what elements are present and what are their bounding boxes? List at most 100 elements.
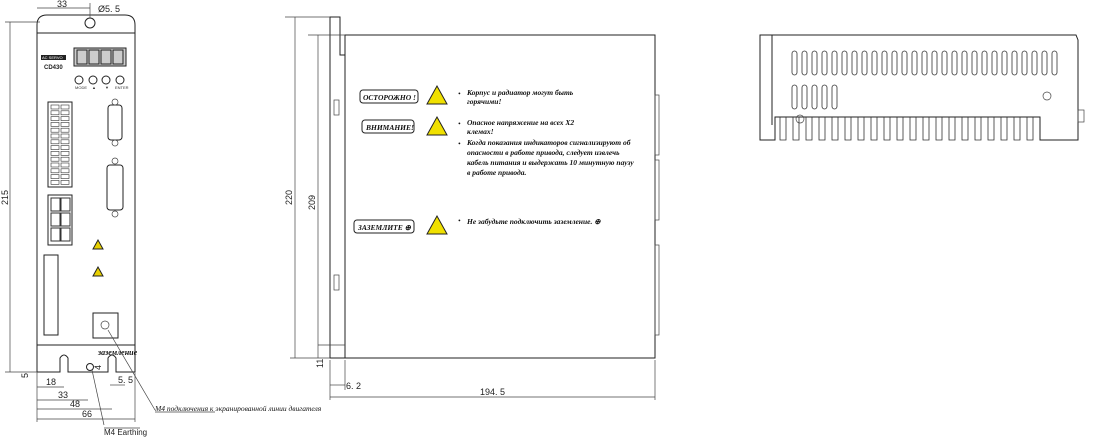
svg-text:ВНИМАНИЕ!: ВНИМАНИЕ! xyxy=(365,123,414,132)
terminal-pin xyxy=(60,127,70,133)
terminal-pin xyxy=(60,110,70,116)
terminal-pin xyxy=(60,162,70,168)
heatsink-fin xyxy=(987,117,995,141)
svg-text:220: 220 xyxy=(284,190,294,205)
heatsink-fin xyxy=(1013,117,1021,141)
terminal-x1 xyxy=(47,101,73,188)
heatsink-fin xyxy=(883,117,891,141)
svg-text:Ø5. 5: Ø5. 5 xyxy=(98,4,120,14)
terminal-pin xyxy=(50,122,60,127)
svg-text:48: 48 xyxy=(70,399,80,409)
terminal-pin xyxy=(50,151,60,156)
mounting-hole xyxy=(84,17,96,29)
heatsink-fin xyxy=(974,117,982,141)
down-button[interactable] xyxy=(101,75,111,85)
terminal-pin xyxy=(50,156,60,162)
svg-text:66: 66 xyxy=(82,409,92,419)
svg-text:MODE: MODE xyxy=(75,85,87,90)
terminal-pin xyxy=(60,156,70,162)
ground-label: заземление xyxy=(97,348,138,357)
terminal-pin xyxy=(60,116,70,121)
vent-slot xyxy=(1051,50,1058,76)
svg-text:18: 18 xyxy=(46,377,56,387)
svg-text:•: • xyxy=(458,139,461,148)
heatsink-fin xyxy=(948,117,956,141)
heatsink-fin xyxy=(961,117,969,141)
mode-button[interactable] xyxy=(74,75,84,85)
terminal-pin xyxy=(60,139,70,145)
svg-text:Опасное напряжение на всех X2: Опасное напряжение на всех X2 xyxy=(467,118,574,127)
vent-slot xyxy=(791,50,798,76)
ground-badge xyxy=(353,219,415,234)
svg-text:кабель питания и выдержать 10: кабель питания и выдержать 10 минутную п… xyxy=(467,158,634,167)
svg-text:клемах!: клемах! xyxy=(467,127,494,136)
svg-text:ОСТОРОЖНО !: ОСТОРОЖНО ! xyxy=(363,93,416,102)
keypad: MODE ▲ ▼ ENTER xyxy=(74,75,129,90)
vent-slot xyxy=(921,50,928,76)
enter-button[interactable] xyxy=(115,75,125,85)
db9-connector xyxy=(107,104,123,141)
vent-slot xyxy=(911,50,918,76)
svg-text:11: 11 xyxy=(315,359,325,368)
vent-slot xyxy=(831,84,838,110)
vent-slot xyxy=(1001,50,1008,76)
warning-icon xyxy=(92,238,104,250)
earth-hole xyxy=(86,363,94,371)
heatsink-fin xyxy=(779,117,787,141)
up-button[interactable] xyxy=(88,75,98,85)
svg-text:ENTER: ENTER xyxy=(115,85,129,90)
terminal-pin xyxy=(60,151,70,156)
heatsink-fin xyxy=(909,117,917,141)
vent-slot xyxy=(951,50,958,76)
svg-text:5. 5: 5. 5 xyxy=(118,375,133,385)
terminal-pin xyxy=(50,133,60,139)
terminal-pin xyxy=(50,104,60,110)
vent-slot xyxy=(811,84,818,110)
vent-slot xyxy=(1021,50,1028,76)
vent-slot xyxy=(1031,50,1038,76)
caution-badge xyxy=(359,89,419,104)
vent-slot xyxy=(831,50,838,76)
vent-slot xyxy=(901,50,908,76)
svg-text:•: • xyxy=(458,119,461,128)
vent-slot xyxy=(981,50,988,76)
vent-slot xyxy=(881,50,888,76)
svg-text:•: • xyxy=(458,216,461,225)
terminal-x3 xyxy=(43,254,59,336)
svg-text:в работе привода.: в работе привода. xyxy=(467,168,527,177)
heatsink-fin xyxy=(922,117,930,141)
vent-slot xyxy=(811,50,818,76)
svg-text:Корпус и радиатор могут быть: Корпус и радиатор могут быть xyxy=(466,88,574,97)
vent-slot xyxy=(891,50,898,76)
vent-slot xyxy=(941,50,948,76)
model-label: CD430 xyxy=(44,65,63,71)
svg-text:Когда показания индикаторов с: Когда показания индикаторов сигнализирую… xyxy=(466,138,631,147)
vent-slot xyxy=(961,50,968,76)
heatsink-fin xyxy=(831,117,839,141)
side-view: 220 209 11 6. 2 194. 5 ОСТОРОЖНО ! • Кор… xyxy=(284,16,660,400)
hot-surface-icon xyxy=(426,84,448,105)
terminal-pin xyxy=(50,145,60,150)
terminal-pin xyxy=(60,122,70,127)
svg-text:опасности в работе привода, сл: опасности в работе привода, следует извл… xyxy=(467,148,620,157)
heatsink-fin xyxy=(792,117,800,141)
vent-slot xyxy=(971,50,978,76)
svg-text:6. 2: 6. 2 xyxy=(346,381,361,391)
heatsink-fin xyxy=(857,117,865,141)
terminal-pin xyxy=(50,162,60,168)
svg-text:▼: ▼ xyxy=(105,85,109,90)
warning-icon xyxy=(92,265,104,277)
svg-text:209: 209 xyxy=(307,195,317,210)
vent-slot xyxy=(1011,50,1018,76)
heatsink-fin xyxy=(870,117,878,141)
heatsink-fin xyxy=(844,117,852,141)
terminal-pin xyxy=(50,174,60,179)
terminal-pin xyxy=(50,116,60,121)
terminal-pin xyxy=(50,180,60,185)
ground-terminal xyxy=(92,312,119,339)
terminal-pin xyxy=(50,127,60,133)
terminal-pin xyxy=(60,133,70,139)
brand-label: AC SERVO xyxy=(42,55,63,60)
heatsink-fin xyxy=(1000,117,1008,141)
